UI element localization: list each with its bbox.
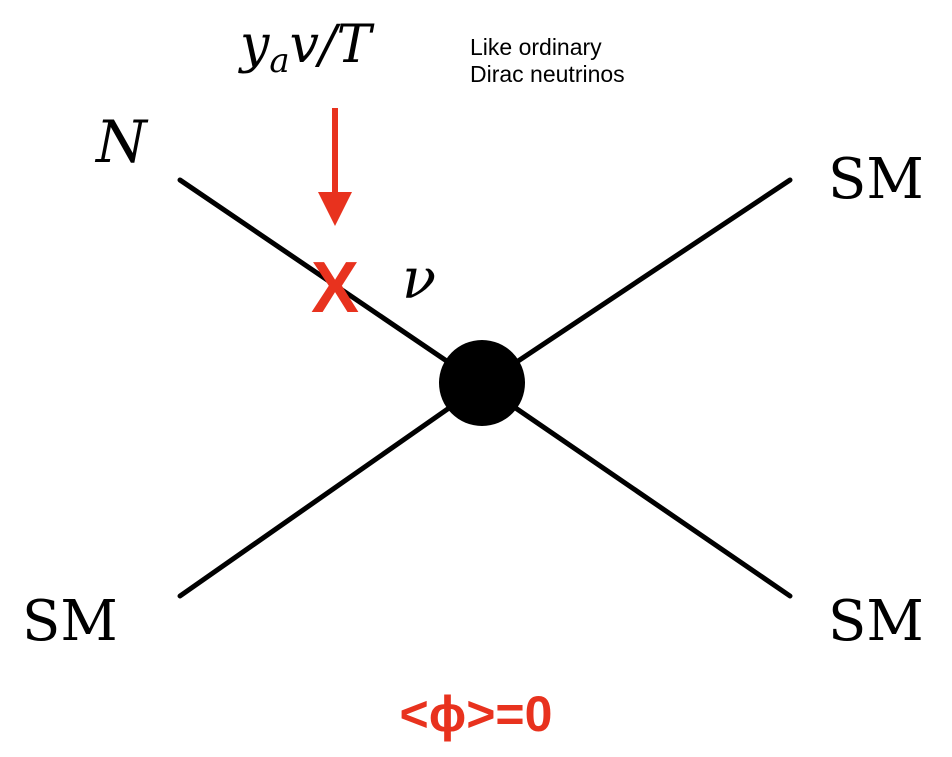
leg-label-sm-bottom-left: SM: [22, 589, 118, 654]
leg-top-left: [177, 177, 485, 388]
leg-label-sm-top-right: SM: [828, 147, 924, 212]
leg-bottom-right: [479, 382, 793, 599]
leg-top-right: [479, 177, 793, 388]
note-line-2: Dirac neutrinos: [470, 61, 625, 87]
leg-bottom-left: [177, 382, 485, 599]
annotation-note: Like ordinary Dirac neutrinos: [470, 34, 625, 88]
neutrino-label: ν: [402, 247, 436, 312]
insertion-arrow-head: [318, 192, 352, 226]
leg-label-n: N: [94, 108, 149, 176]
coupling-sub: a: [269, 41, 289, 81]
leg-label-sm-bottom-right: SM: [828, 589, 924, 654]
mass-insertion-x: X: [311, 248, 359, 328]
vev-condition: <ϕ>=0: [399, 686, 553, 742]
coupling-rest: v/T: [290, 15, 375, 75]
coupling-label: yav/T: [238, 15, 375, 81]
note-line-1: Like ordinary: [470, 34, 602, 60]
interaction-vertex: [439, 340, 525, 426]
coupling-base: y: [238, 15, 270, 75]
